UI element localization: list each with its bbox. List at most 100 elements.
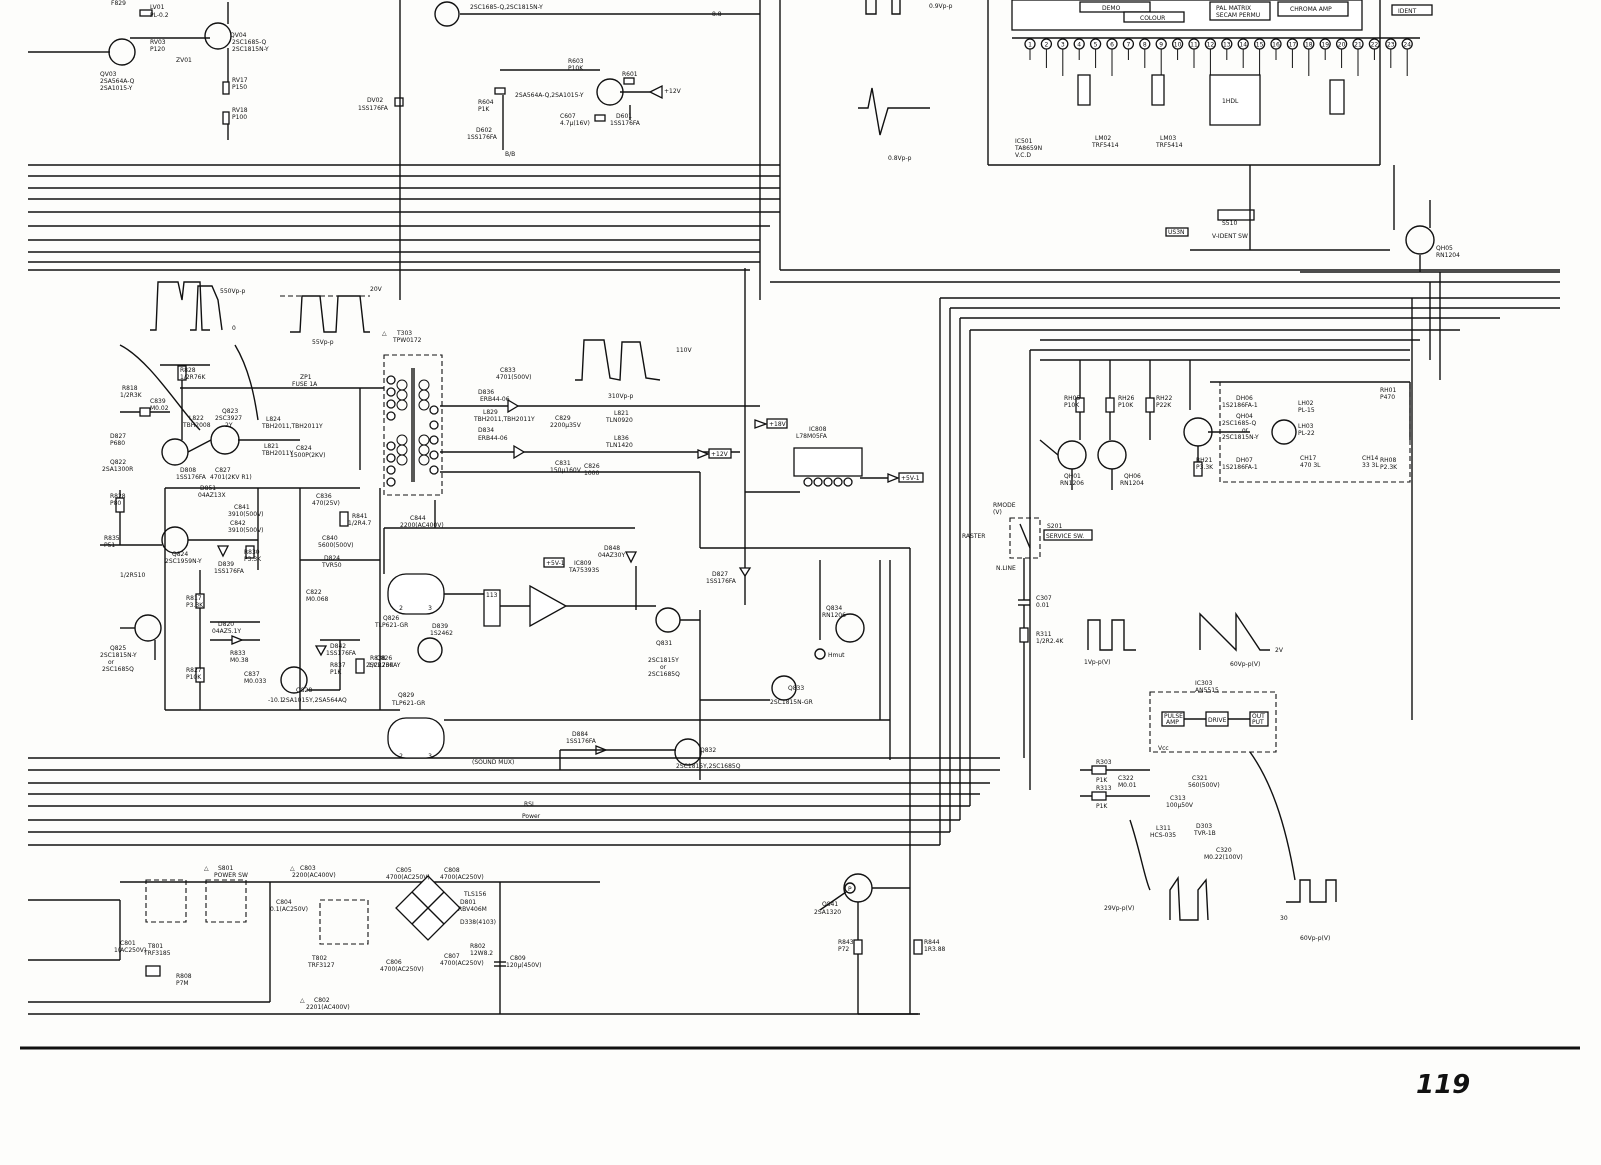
svg-text:D851: D851 bbox=[200, 485, 216, 492]
svg-text:OUT: OUT bbox=[1252, 713, 1265, 720]
svg-text:P1K: P1K bbox=[1096, 777, 1108, 784]
svg-text:L836: L836 bbox=[614, 435, 629, 442]
svg-text:Power: Power bbox=[522, 813, 541, 820]
svg-text:ZP1: ZP1 bbox=[300, 374, 312, 381]
svg-text:LM03: LM03 bbox=[1160, 135, 1176, 142]
svg-text:R827: R827 bbox=[186, 667, 202, 674]
svg-text:RSI: RSI bbox=[524, 801, 534, 808]
svg-text:P1K: P1K bbox=[330, 669, 342, 676]
svg-text:S801: S801 bbox=[218, 865, 233, 872]
svg-text:D602: D602 bbox=[476, 127, 492, 134]
svg-text:2Y: 2Y bbox=[225, 422, 233, 429]
svg-text:L824: L824 bbox=[266, 416, 281, 423]
svg-text:CH17: CH17 bbox=[1300, 455, 1317, 462]
svg-text:RH21: RH21 bbox=[1196, 457, 1212, 464]
svg-text:2SA1015-Y: 2SA1015-Y bbox=[100, 85, 133, 92]
svg-text:IC808: IC808 bbox=[809, 426, 827, 433]
ic501-pin-number: 6 bbox=[1110, 42, 1114, 49]
svg-text:1500P(2KV): 1500P(2KV) bbox=[290, 452, 325, 459]
ic501-pin-number: 3 bbox=[1061, 42, 1065, 49]
svg-text:or: or bbox=[108, 659, 115, 666]
svg-text:FUSE 1A: FUSE 1A bbox=[292, 381, 318, 388]
page-number: 119 bbox=[1416, 1070, 1470, 1100]
svg-text:COLOUR: COLOUR bbox=[1140, 15, 1165, 22]
svg-text:LV01: LV01 bbox=[150, 4, 165, 11]
svg-text:8.8: 8.8 bbox=[712, 11, 722, 18]
ic501-pin-number: 10 bbox=[1174, 42, 1182, 49]
svg-text:IDENT: IDENT bbox=[1398, 8, 1417, 15]
svg-text:M0.068: M0.068 bbox=[306, 596, 329, 603]
svg-text:29Vp-p(V): 29Vp-p(V) bbox=[1104, 905, 1134, 912]
svg-text:C320: C320 bbox=[1216, 847, 1232, 854]
svg-text:0.1(AC250V): 0.1(AC250V) bbox=[270, 906, 308, 913]
svg-text:2SC1685-Q: 2SC1685-Q bbox=[232, 39, 266, 46]
svg-text:M0.02: M0.02 bbox=[150, 405, 169, 412]
svg-text:TLN1420: TLN1420 bbox=[605, 442, 633, 449]
svg-text:1(AC250V): 1(AC250V) bbox=[114, 947, 146, 954]
svg-text:△: △ bbox=[290, 865, 295, 872]
svg-text:+12V: +12V bbox=[664, 88, 682, 95]
svg-text:TRF5414: TRF5414 bbox=[1091, 142, 1119, 149]
svg-text:2SC1815N-Y: 2SC1815N-Y bbox=[100, 652, 137, 659]
ic501-pin-number: 22 bbox=[1371, 42, 1379, 49]
ic501-pin-number: 15 bbox=[1256, 42, 1264, 49]
svg-text:P80: P80 bbox=[110, 500, 121, 507]
svg-text:QH01: QH01 bbox=[1064, 473, 1081, 480]
svg-text:113: 113 bbox=[486, 592, 498, 599]
svg-text:R828: R828 bbox=[110, 493, 126, 500]
svg-text:TVR50: TVR50 bbox=[321, 562, 342, 569]
svg-text:P10K: P10K bbox=[1064, 402, 1080, 409]
svg-text:TBH2011,TBH2011Y: TBH2011,TBH2011Y bbox=[473, 416, 535, 423]
svg-text:D848: D848 bbox=[604, 545, 620, 552]
svg-text:M0.033: M0.033 bbox=[244, 678, 267, 685]
svg-text:P10K: P10K bbox=[568, 65, 584, 72]
svg-text:1/2R76K: 1/2R76K bbox=[180, 374, 206, 381]
svg-text:P3.3K: P3.3K bbox=[244, 556, 262, 563]
svg-text:D601: D601 bbox=[616, 113, 632, 120]
svg-text:S201: S201 bbox=[1047, 523, 1062, 530]
svg-text:D827: D827 bbox=[712, 571, 728, 578]
top-mid-stage: 2SC1685-Q,2SC1815N-Y 2SA564A-Q,2SA1015-Y… bbox=[434, 0, 781, 300]
svg-text:D801: D801 bbox=[460, 899, 476, 906]
svg-text:2SC1959N-Y: 2SC1959N-Y bbox=[165, 558, 202, 565]
svg-text:C837: C837 bbox=[244, 671, 260, 678]
svg-text:20V: 20V bbox=[370, 286, 383, 293]
svg-text:P2.3K: P2.3K bbox=[1380, 464, 1398, 471]
svg-text:C307: C307 bbox=[1036, 595, 1052, 602]
svg-text:RN1206: RN1206 bbox=[1060, 480, 1084, 487]
svg-text:P: P bbox=[848, 886, 852, 893]
ic501-pin-number: 11 bbox=[1190, 42, 1198, 49]
svg-text:30: 30 bbox=[1280, 915, 1288, 922]
svg-text:2SC1685-Q: 2SC1685-Q bbox=[1222, 420, 1256, 427]
svg-text:1000: 1000 bbox=[584, 470, 599, 477]
svg-text:+12V: +12V bbox=[711, 451, 729, 458]
svg-text:1SS176FA: 1SS176FA bbox=[706, 578, 737, 585]
svg-text:TLP621-GR: TLP621-GR bbox=[374, 622, 408, 629]
svg-text:550Vp-p: 550Vp-p bbox=[220, 288, 246, 295]
svg-text:Q825: Q825 bbox=[110, 645, 126, 652]
svg-text:2SC1815N-Y: 2SC1815N-Y bbox=[1222, 434, 1259, 441]
svg-text:D884: D884 bbox=[572, 731, 588, 738]
ic501-pin-number: 5 bbox=[1094, 42, 1098, 49]
svg-text:R603: R603 bbox=[568, 58, 584, 65]
svg-text:3: 3 bbox=[428, 753, 432, 760]
svg-text:R828: R828 bbox=[180, 367, 196, 374]
svg-text:Vcc: Vcc bbox=[1158, 745, 1169, 752]
svg-text:POWER SW: POWER SW bbox=[214, 872, 248, 879]
right-signal-stage: RH05 P10K RH26 P10K RH22 P22K QH01 RN120… bbox=[1039, 359, 1411, 490]
svg-text:C802: C802 bbox=[314, 997, 330, 1004]
svg-text:LH02: LH02 bbox=[1298, 400, 1314, 407]
svg-text:D839: D839 bbox=[218, 561, 234, 568]
svg-text:1SS176FA: 1SS176FA bbox=[467, 134, 498, 141]
svg-text:D303: D303 bbox=[1196, 823, 1212, 830]
svg-text:1S2186FA-1: 1S2186FA-1 bbox=[1222, 464, 1258, 471]
svg-text:560(500V): 560(500V) bbox=[1188, 782, 1220, 789]
svg-text:1/2R4.7: 1/2R4.7 bbox=[348, 520, 372, 527]
ic501-pin-number: 1 bbox=[1028, 42, 1032, 49]
svg-text:TBH2008: TBH2008 bbox=[182, 422, 211, 429]
svg-text:RV03: RV03 bbox=[150, 39, 166, 46]
svg-text:P120: P120 bbox=[150, 46, 165, 53]
ic501-pin-number: 9 bbox=[1159, 42, 1163, 49]
svg-text:R802: R802 bbox=[470, 943, 486, 950]
svg-text:TRF5414: TRF5414 bbox=[1155, 142, 1183, 149]
